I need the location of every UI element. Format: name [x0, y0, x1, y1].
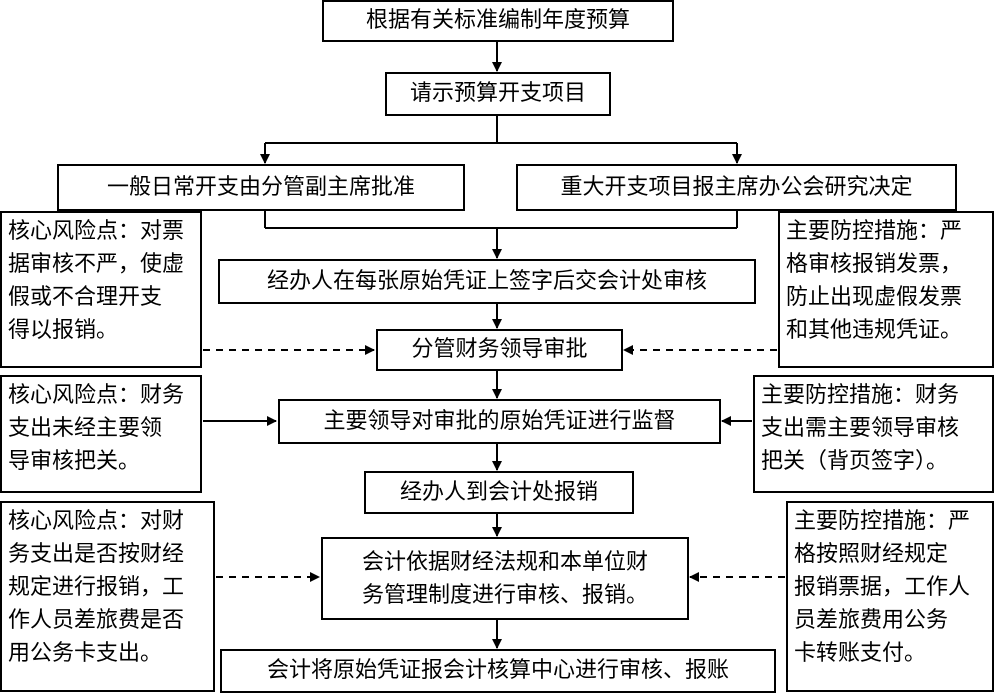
step-reimburse-at-accounting: 经办人到会计处报销: [364, 471, 634, 514]
control-measure-invoice-review: 主要防控措施：严 格审核报销发票， 防止出现虚假发票 和其他违规凭证。: [778, 211, 994, 368]
step-main-leader-supervision: 主要领导对审批的原始凭证进行监督: [278, 399, 721, 444]
risk-point-voucher-review: 核心风险点：对票 据审核不严，使虚 假或不合理开支 得以报销。: [0, 211, 202, 368]
step-finance-leader-approval: 分管财务领导审批: [376, 329, 623, 371]
step-sign-vouchers: 经办人在每张原始凭证上签字后交会计处审核: [218, 259, 756, 304]
branch-routine-expense: 一般日常开支由分管副主席批准: [57, 164, 465, 211]
control-measure-official-card: 主要防控措施：严 格按照财经规定 报销票据，工作人 员差旅费用公务 卡转账支付。: [786, 501, 994, 692]
branch-major-expense: 重大开支项目报主席办公会研究决定: [516, 164, 957, 211]
step-report-to-accounting-center: 会计将原始凭证报会计核算中心进行审核、报账: [220, 649, 776, 693]
risk-point-reimbursement-rules: 核心风险点：对财 务支出是否按财经 规定进行报销，工 作人员差旅费是否 用公务卡…: [0, 501, 215, 692]
step-request-budget-items: 请示预算开支项目: [385, 72, 611, 116]
control-measure-leader-signoff: 主要防控措施：财务 支出需主要领导审核 把关（背页签字）。: [753, 375, 994, 493]
step-accountant-review: 会计依据财经法规和本单位财 务管理制度进行审核、报销。: [321, 537, 689, 620]
step-prepare-budget: 根据有关标准编制年度预算: [322, 0, 674, 42]
risk-point-leader-review: 核心风险点：财务 支出未经主要领 导审核把关。: [0, 375, 202, 493]
